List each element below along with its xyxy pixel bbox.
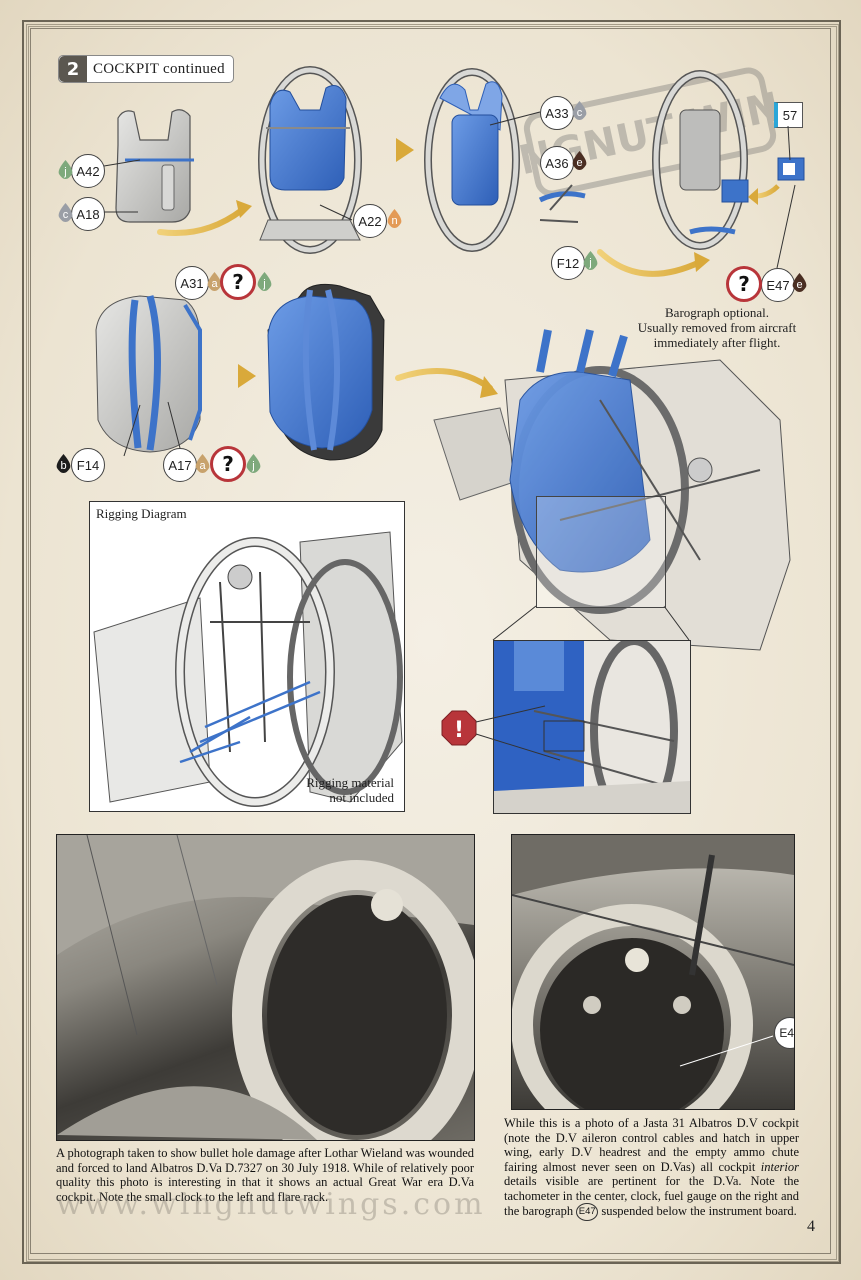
assembly-arrow	[395, 367, 493, 391]
part-callout-a22: A22	[353, 204, 387, 238]
barograph-caption-line: Usually removed from aircraft	[637, 320, 797, 335]
paint-drop-j: j	[582, 251, 599, 270]
barograph-caption-line: immediately after flight.	[653, 335, 781, 350]
rigging-diagram-panel: Rigging Diagram Rigging material not inc…	[89, 501, 405, 812]
part-callout-a33: A33	[540, 96, 574, 130]
caption-text: suspended below the instrument board.	[598, 1203, 797, 1218]
part-callout-f14: F14	[71, 448, 105, 482]
decal-callout-57: 57	[774, 102, 803, 128]
watermark-url: www.wingnutwings.com	[56, 1187, 486, 1222]
part-callout-a42: A42	[71, 154, 105, 188]
assembly-arrow	[597, 249, 703, 277]
step-title: COCKPIT continued	[93, 60, 225, 77]
paint-drop-b: b	[55, 454, 72, 473]
paint-drop-a: a	[194, 454, 211, 473]
caption-text: details visible are pertinent for the D.…	[504, 1174, 799, 1218]
caption-italic-text: interior	[760, 1159, 799, 1174]
photo1-caption: A photograph taken to show bullet hole d…	[56, 1146, 474, 1204]
paint-drop-j: j	[57, 160, 74, 179]
page-number: 4	[807, 1218, 815, 1235]
barograph-caption: Barograph optional. Usually removed from…	[612, 305, 822, 350]
part-callout-a31: A31	[175, 266, 209, 300]
step-number: 2	[59, 56, 87, 82]
assembly-arrow-right	[396, 138, 414, 162]
seat-back-part-grey	[115, 109, 194, 223]
warning-icon: !	[441, 710, 477, 746]
paint-drop-c: c	[571, 101, 588, 120]
photo-cockpit-rendering	[512, 835, 794, 1109]
bulkhead-with-seat-back	[258, 66, 362, 254]
paint-drop-j: j	[245, 454, 262, 473]
historic-photo-jasta31-cockpit: E47	[511, 834, 795, 1110]
page-border-outer	[22, 20, 841, 1264]
rigging-note: Rigging material not included	[306, 775, 394, 805]
part-callout-e47: E47	[761, 268, 795, 302]
question-mark-icon: ?	[210, 446, 246, 482]
part-callout-f12: F12	[551, 246, 585, 280]
seat-shell-grey	[95, 295, 202, 453]
rigging-diagram-title: Rigging Diagram	[96, 506, 187, 521]
paint-drop-e: e	[571, 151, 588, 170]
page-border-inner	[30, 28, 831, 1254]
caption-text: While this is a photo of a Jasta 31 Alba…	[504, 1116, 799, 1174]
photo2-caption: While this is a photo of a Jasta 31 Alba…	[504, 1116, 799, 1221]
barograph-caption-line: Barograph optional.	[665, 305, 769, 320]
question-mark-icon: ?	[726, 266, 762, 302]
rigging-note-line: not included	[329, 790, 394, 805]
paint-drop-c: c	[57, 203, 74, 222]
rigging-diagram-illustration	[93, 531, 403, 807]
rigging-note-line: Rigging material	[306, 775, 394, 790]
part-callout-a17: A17	[163, 448, 197, 482]
step-header: 2 COCKPIT continued	[58, 55, 234, 83]
warning-icon-glyph: !	[454, 718, 464, 743]
bulkhead-with-barograph	[652, 70, 805, 250]
part-callout-a18: A18	[71, 197, 105, 231]
assembly-arrow-right	[238, 364, 256, 388]
seat-shell-assembled	[267, 283, 385, 461]
paint-drop-a: a	[206, 272, 223, 291]
page-border-double	[26, 24, 839, 1262]
historic-photo-wieland-cockpit	[56, 834, 475, 1141]
question-mark-icon: ?	[220, 264, 256, 300]
detail-zoom-panel	[493, 640, 691, 814]
part-callout-a36: A36	[540, 146, 574, 180]
paint-drop-j: j	[256, 272, 273, 291]
paint-drop-e: e	[791, 273, 808, 292]
fuselage-cockpit-assembly	[433, 329, 791, 651]
inline-part-callout-e47: E47	[576, 1203, 599, 1221]
photo-cockpit-rendering	[57, 835, 474, 1140]
paint-drop-n: n	[386, 209, 403, 228]
detail-zoom-illustration	[494, 641, 690, 813]
assembly-arrow	[157, 207, 245, 237]
detail-focus-region	[536, 496, 666, 608]
bulkhead-with-seat-cushion	[424, 68, 586, 252]
